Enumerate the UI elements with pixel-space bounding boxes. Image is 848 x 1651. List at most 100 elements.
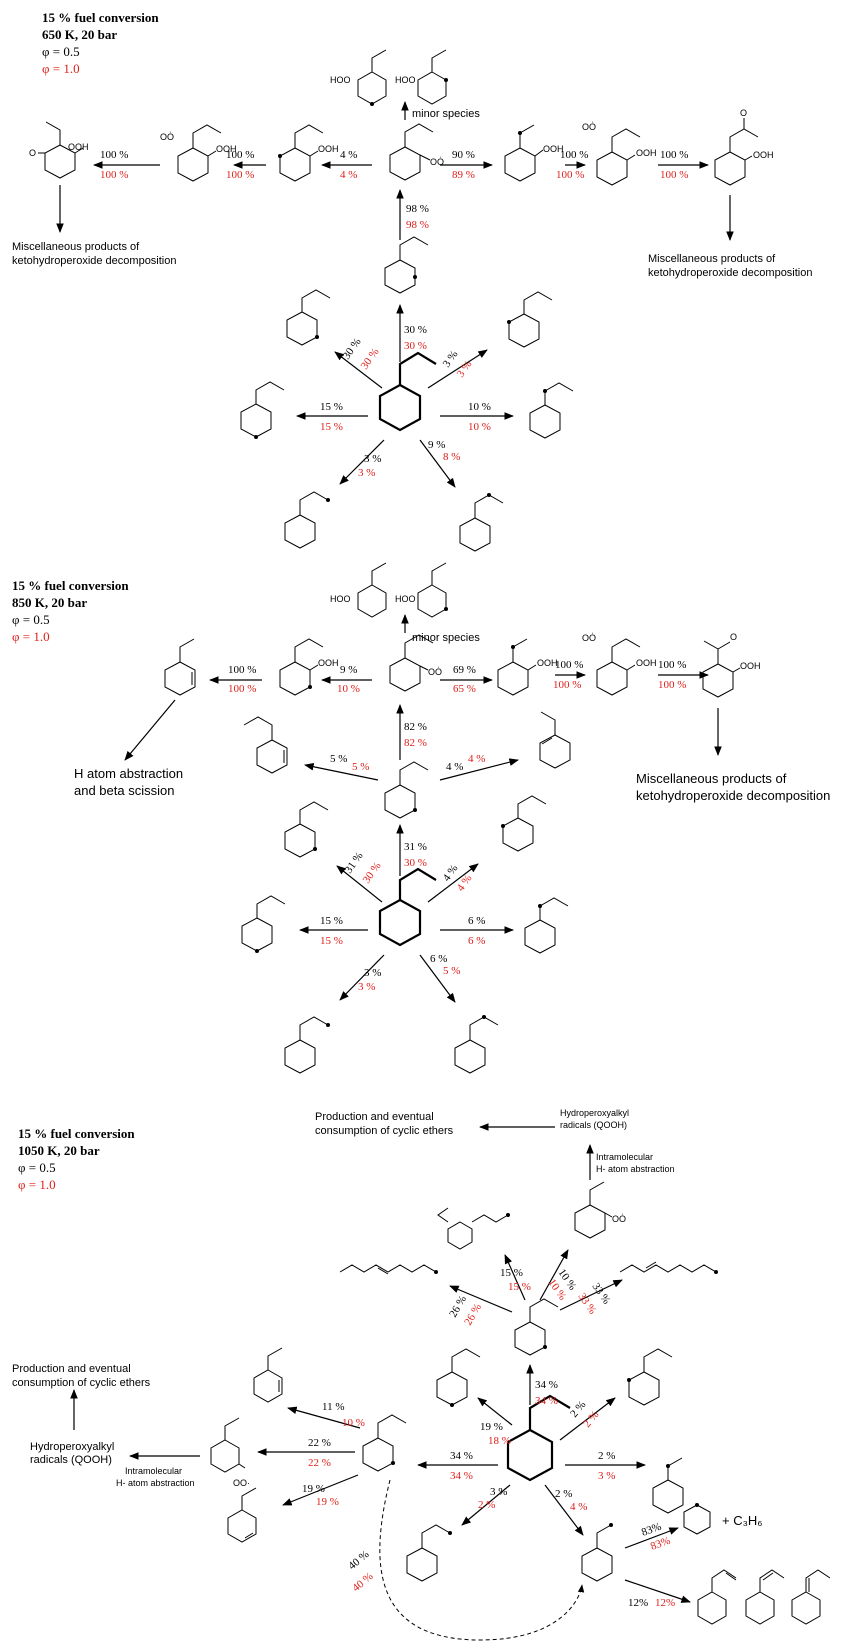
intra-top-line1: Intramolecular (596, 1152, 653, 1162)
pct-downleft-red: 3 % (358, 467, 375, 479)
panel-conditions: 850 K, 20 bar (12, 595, 87, 610)
pct-rad-alkene-down-red: 19 % (316, 1496, 339, 1508)
panel-650k: 15 % fuel conversion 650 K, 20 bar φ = 0… (12, 10, 813, 552)
pct-up-red: 34 % (535, 1395, 558, 1407)
pct-peroxy-red: 98 % (406, 219, 429, 231)
ooh-label-4: OOH (318, 658, 339, 668)
arrow-primary-a (624, 1527, 679, 1549)
propylcyclohexane-molecule (378, 867, 437, 947)
pct-peroxy-black: 98 % (406, 203, 429, 215)
oo-label: OȮ (582, 633, 596, 643)
pct-iso-right-red: 89 % (452, 169, 475, 181)
pct-top-mid-black: 15 % (500, 1267, 523, 1279)
pct-o2-right-red: 100 % (556, 169, 584, 181)
pct-o2-right-black: 100 % (555, 659, 583, 671)
panel-title: 15 % fuel conversion (18, 1126, 135, 1141)
arrow-upright (427, 863, 479, 903)
phi-lean-label: φ = 0.5 (18, 1160, 56, 1175)
ooh-label-5: OOH (216, 144, 237, 154)
qooh-left-molecule: OOH (279, 638, 339, 696)
pct-beta-left-black: 5 % (330, 753, 347, 765)
arrow-top-mid (504, 1254, 526, 1301)
pct-beta-right-black: 4 % (446, 761, 463, 773)
propylcyclohexane-molecule (378, 351, 437, 432)
o2qooh-left-molecule: OȮ OOH (160, 124, 237, 182)
alkene-up-molecule (253, 1347, 283, 1403)
pct-o2-right-red: 100 % (553, 679, 581, 691)
ethers-left-line2: consumption of cyclic ethers (12, 1377, 151, 1389)
radical-molecule-upright (627, 1348, 673, 1406)
ooh-label-3: OOH (740, 661, 761, 671)
keto-o-label: O (730, 632, 737, 642)
radical-molecule-upright (501, 795, 547, 852)
intra-left-line1: Intramolecular (125, 1466, 182, 1476)
pct-iso-left-black: 4 % (340, 149, 357, 161)
pct-upright-red: 4 % (455, 873, 475, 894)
pct-upright-black: 3 % (441, 349, 461, 370)
peroxy-molecule: OȮ (574, 1181, 626, 1239)
arrow-rad-alkene-up (287, 1406, 361, 1429)
pct-up-black: 31 % (404, 841, 427, 853)
pct-right-red: 3 % (598, 1470, 615, 1482)
pct-o2-left-black: 100 % (226, 149, 254, 161)
pct-downleft-black: 3 % (490, 1486, 507, 1498)
ooh-label-2: OOH (636, 658, 657, 668)
minor-species-label: minor species (412, 632, 480, 644)
pct-upright-black: 4 % (441, 863, 461, 884)
pct-left-red: 34 % (450, 1470, 473, 1482)
arrow-upleft (477, 1397, 513, 1426)
qooh-right-molecule: OOH (504, 124, 564, 182)
decomp-left-line1: Miscellaneous products of (12, 241, 140, 253)
radical-molecule-downright (454, 1015, 499, 1074)
pct-right-black: 10 % (468, 401, 491, 413)
phi-stoich-label: φ = 1.0 (12, 629, 50, 644)
pct-rad-oo-red: 22 % (308, 1457, 331, 1469)
radical-molecule-upleft (284, 801, 329, 858)
keto-o-label-2: O (29, 148, 36, 158)
pct-keto-left-red: 100 % (100, 169, 128, 181)
pct-o2-right-black: 100 % (560, 149, 588, 161)
panel-1050k: 15 % fuel conversion 1050 K, 20 bar φ = … (12, 1108, 831, 1641)
phi-stoich-label: φ = 1.0 (42, 61, 80, 76)
pct-keto-right-red: 100 % (660, 169, 688, 181)
minor-species-molecules: HOO HOO (330, 562, 448, 618)
pct-up-black: 34 % (535, 1379, 558, 1391)
radical-molecule-left (241, 895, 286, 953)
alkene-products-molecules (697, 1569, 831, 1625)
phi-stoich-label: φ = 1.0 (18, 1177, 56, 1192)
pct-primary-a-black: 83% (640, 1521, 663, 1539)
arrow-upright (427, 349, 488, 389)
radical-molecule-up (514, 1298, 559, 1356)
pct-upright-red: 2 % (581, 1409, 601, 1430)
decomp-right-line2: ketohydroperoxide decomposition (648, 267, 813, 279)
pct-rad-alkene-up-black: 11 % (322, 1401, 345, 1413)
o2qooh-right-molecule: OȮ OOH (582, 122, 657, 186)
arrow-beta-left (304, 762, 379, 781)
pct-right-black: 2 % (598, 1450, 615, 1462)
keto-o-label: O (740, 108, 747, 118)
phi-lean-label: φ = 0.5 (12, 612, 50, 627)
arrow-isomerization-dashed (379, 1479, 585, 1641)
radical-molecule-left (240, 381, 285, 439)
pct-keto-left-black: 100 % (100, 149, 128, 161)
peroxy-molecule: OȮ (389, 634, 442, 692)
arrow-downleft (339, 439, 385, 485)
hoo-label-2: HOO (395, 75, 416, 85)
radical-molecule-right (524, 897, 569, 954)
arrow-downright (544, 1484, 584, 1536)
radical-molecule-right (652, 1457, 684, 1514)
linear-alkenyl-left-molecule (339, 1264, 438, 1275)
pct-alkene-black: 100 % (228, 664, 256, 676)
cyclohexyl-radical-molecule (683, 1503, 711, 1535)
oo-label-2: OȮ (160, 132, 174, 142)
panel-conditions: 1050 K, 20 bar (18, 1143, 100, 1158)
alkene-left-molecule (243, 716, 288, 774)
pct-right-black: 6 % (468, 915, 485, 927)
pct-isom-black: 40 % (346, 1548, 371, 1572)
radical-molecule-upleft (436, 1348, 481, 1407)
peroxy-molecule: OȮ (389, 123, 444, 181)
pct-right-red: 10 % (468, 421, 491, 433)
pct-left-black: 34 % (450, 1450, 473, 1462)
qooh-top-line2: radicals (QOOH) (560, 1120, 627, 1130)
